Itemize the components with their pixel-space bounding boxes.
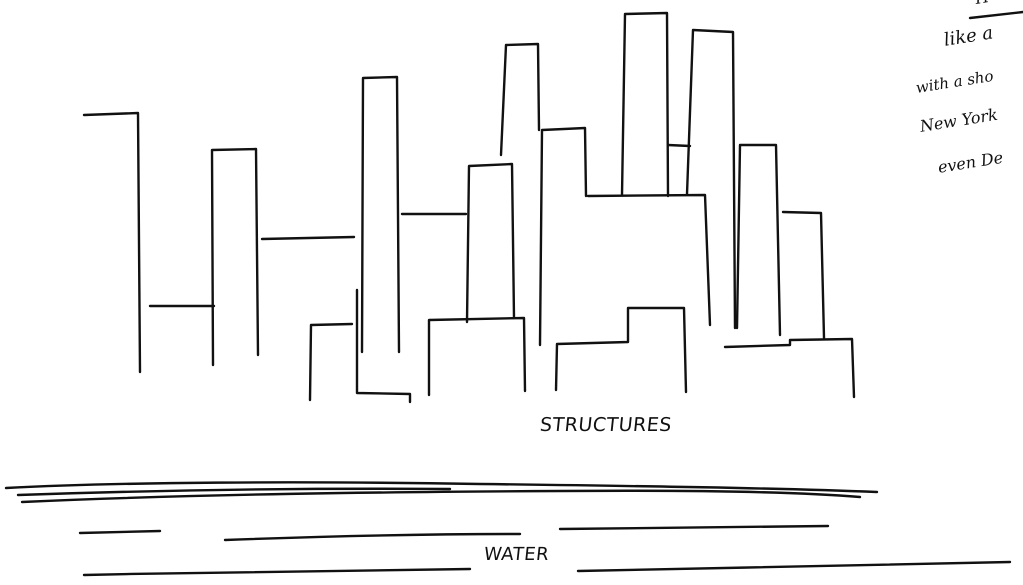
building-twin-two [687, 30, 735, 328]
water-line-5 [225, 534, 520, 540]
building-far-left [84, 113, 140, 372]
water-line-4 [80, 531, 160, 533]
building-twin-one [622, 13, 668, 196]
building-middle [467, 164, 514, 322]
building-second [212, 149, 258, 365]
building-middle-low [429, 318, 525, 395]
note-heading-underline [970, 12, 1023, 18]
building-right-lower [783, 212, 824, 338]
water-line-7 [84, 569, 470, 575]
building-center [540, 128, 586, 345]
building-bottom-center [556, 308, 686, 392]
building-right [737, 145, 780, 335]
water-line-6 [560, 526, 828, 529]
building-bottom-right [725, 339, 854, 397]
skyline-buildings [84, 13, 854, 402]
structures-label: STRUCTURES [539, 414, 673, 436]
building-third [362, 77, 399, 352]
building-central-block [588, 195, 710, 325]
building-slim-back [501, 44, 539, 155]
building-low-left [310, 324, 352, 400]
building-twin-gap [668, 145, 690, 146]
building-low-left-base [357, 290, 410, 402]
building-second-ledge [262, 237, 354, 239]
water-label: WATER [483, 544, 550, 565]
water-line-8 [578, 562, 1010, 571]
